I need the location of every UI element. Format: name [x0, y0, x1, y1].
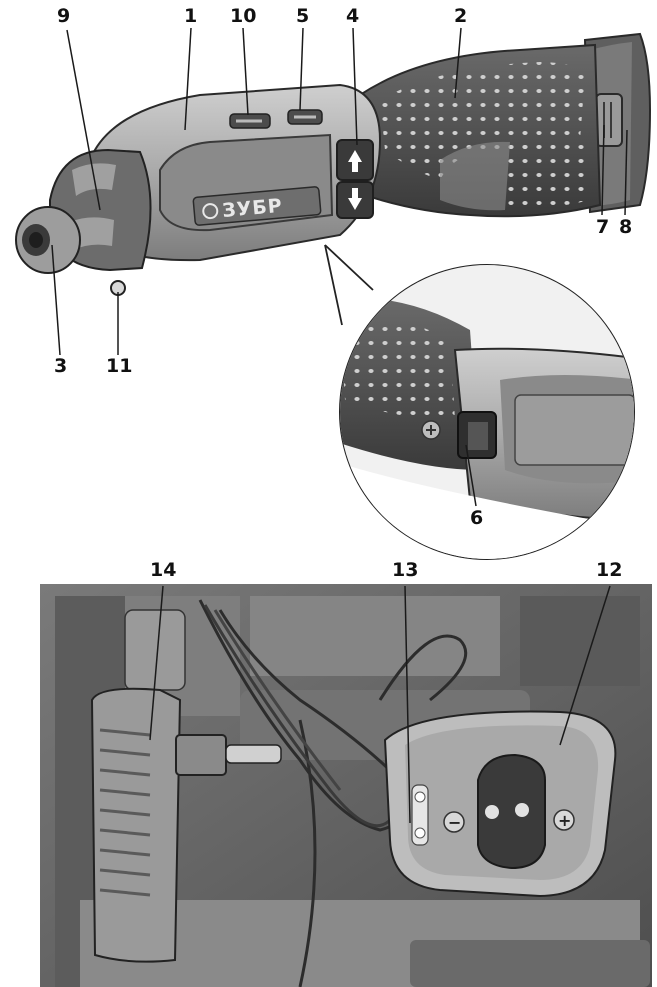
- svg-text:−: −: [448, 813, 461, 832]
- callout-label-5: 5: [296, 5, 309, 27]
- zoom-detail: [339, 264, 635, 560]
- callout-label-13: 13: [392, 559, 418, 581]
- callout-label-4: 4: [346, 5, 359, 27]
- arrow-down-icon: [348, 188, 362, 210]
- charging-base: − +: [383, 710, 617, 898]
- svg-text:+: +: [558, 811, 571, 830]
- callout-label-11: 11: [106, 355, 132, 377]
- storage-case: − +: [40, 584, 652, 987]
- callout-label-14: 14: [150, 559, 176, 581]
- callout-label-3: 3: [54, 355, 67, 377]
- power-adapter: [90, 687, 282, 963]
- brand-logo-text: ЗУБР: [221, 195, 283, 222]
- callout-label-2: 2: [454, 5, 467, 27]
- plus-icon: [553, 809, 575, 831]
- callout-label-12: 12: [596, 559, 622, 581]
- callout-label-8: 8: [619, 216, 632, 238]
- callout-label-1: 1: [184, 5, 197, 27]
- callout-label-6: 6: [470, 507, 483, 529]
- callout-label-7: 7: [596, 216, 609, 238]
- screwdriver: ЗУБР: [15, 32, 652, 296]
- callout-label-10: 10: [230, 5, 256, 27]
- callout-label-9: 9: [57, 5, 70, 27]
- minus-icon: [443, 811, 465, 833]
- battery-release-button: [595, 93, 623, 147]
- direction-switch: [336, 139, 374, 219]
- callout-leaders: [51, 27, 628, 824]
- arrow-up-icon: [348, 150, 362, 172]
